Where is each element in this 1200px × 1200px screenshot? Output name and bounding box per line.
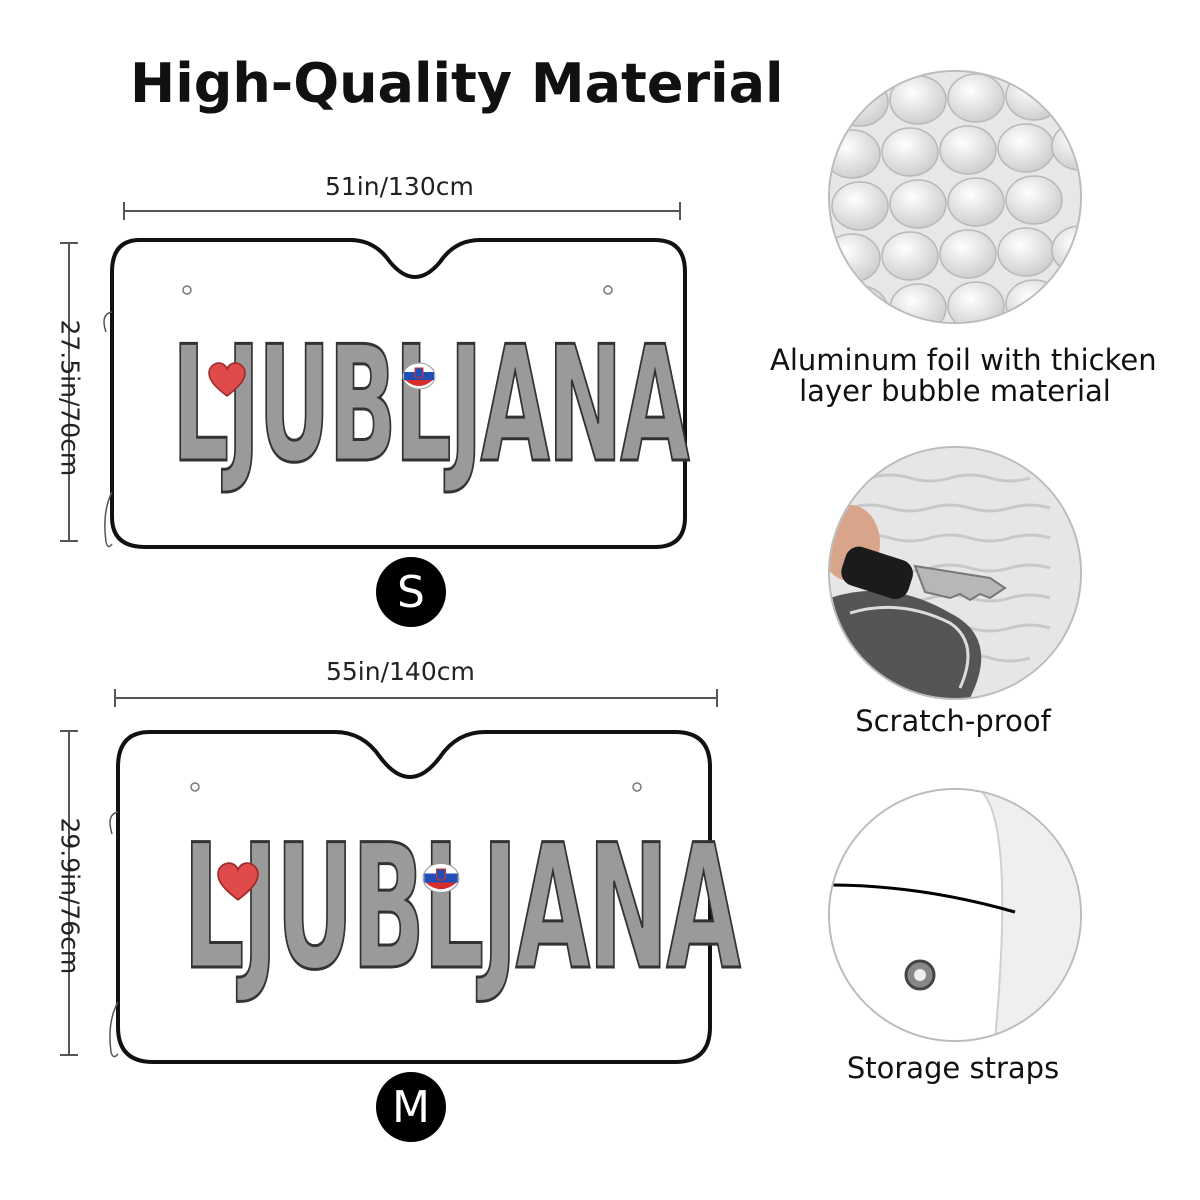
feature-caption-scratch-line1: Scratch-proof xyxy=(855,704,1051,738)
medium-sunshade xyxy=(109,730,712,1064)
medium-width-label: 55in/140cm xyxy=(326,657,475,686)
medium-height-dimension xyxy=(60,730,78,1056)
slovenia-flag-icon xyxy=(402,362,436,390)
feature-caption-material: Aluminum foil with thicken layer bubble … xyxy=(770,343,1157,408)
page-title: High-Quality Material xyxy=(130,52,784,115)
feature-caption-straps-line1: Storage straps xyxy=(846,1051,1060,1085)
medium-shade-word: LJUBLJANA xyxy=(182,806,742,1010)
medium-width-dimension xyxy=(114,689,718,707)
size-badge-m: M xyxy=(376,1072,446,1142)
small-width-label: 51in/130cm xyxy=(325,172,474,201)
small-height-label: 27.5in/70cm xyxy=(55,319,85,477)
heart-icon xyxy=(208,362,246,397)
small-height-dimension xyxy=(60,242,78,542)
key-scratch-icon xyxy=(828,446,1082,700)
slovenia-flag-icon xyxy=(422,862,460,894)
elastic-strap-icon xyxy=(828,788,1082,1042)
bubble-foil-texture-icon xyxy=(828,70,1082,324)
feature-caption-material-line1: Aluminum foil with thicken xyxy=(770,343,1157,377)
medium-height-label: 29.9in/76cm xyxy=(55,817,85,975)
feature-caption-material-line2: layer bubble material xyxy=(799,374,1111,408)
small-sunshade xyxy=(103,238,687,549)
feature-caption-straps: Storage straps xyxy=(800,1053,1106,1084)
size-badge-s: S xyxy=(376,557,446,627)
heart-icon xyxy=(217,862,259,901)
feature-caption-scratch: Scratch-proof xyxy=(800,706,1106,737)
small-shade-word: LJUBLJANA xyxy=(171,310,690,500)
small-width-dimension xyxy=(123,202,681,220)
